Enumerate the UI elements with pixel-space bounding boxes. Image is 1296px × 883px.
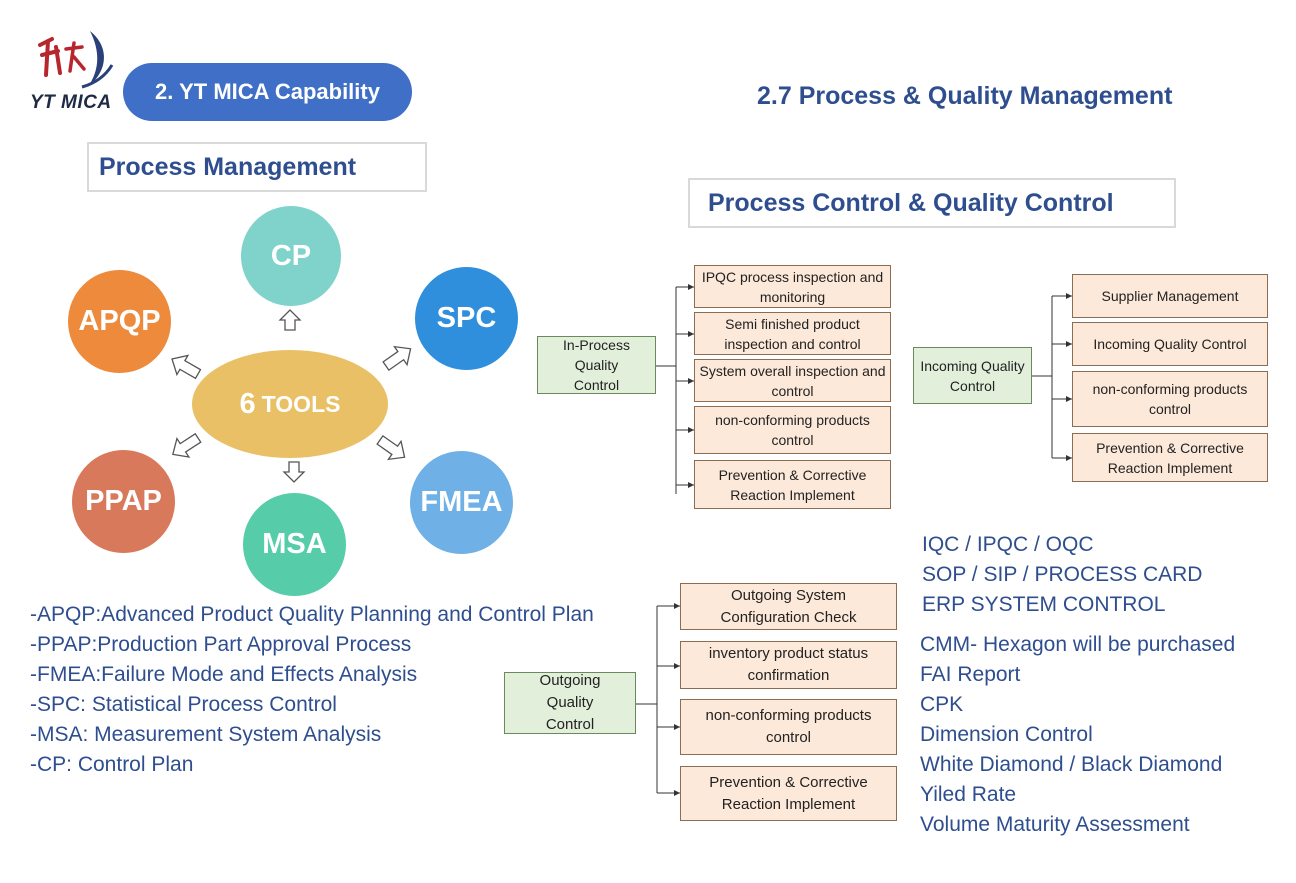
process-control-title: Process Control & Quality Control xyxy=(688,178,1176,228)
iqc-item-1: Supplier Management xyxy=(1072,274,1268,318)
measurement-item-5: White Diamond / Black Diamond xyxy=(920,753,1223,776)
center-number: 6 xyxy=(239,387,256,420)
oqc-item-1: Outgoing System Configuration Check xyxy=(680,583,897,630)
arrow-up-icon xyxy=(278,309,302,331)
center-label: TOOLS xyxy=(261,390,341,417)
tool-circle-spc: SPC xyxy=(415,267,518,370)
measurement-item-4: Dimension Control xyxy=(920,723,1093,746)
oqc-item-4: Prevention & Corrective Reaction Impleme… xyxy=(680,766,897,821)
iqc-item-3: non-conforming products control xyxy=(1072,371,1268,427)
tool-circle-ppap: PPAP xyxy=(72,450,175,553)
arrow-down-icon xyxy=(282,461,306,483)
tool-circle-cp: CP xyxy=(241,206,341,306)
systems-item-2: SOP / SIP / PROCESS CARD xyxy=(922,563,1203,586)
iqc-item-4: Prevention & Corrective Reaction Impleme… xyxy=(1072,433,1268,482)
incoming-qc-node: Incoming Quality Control xyxy=(913,347,1032,404)
tool-label-apqp: APQP xyxy=(78,305,161,337)
iqc-item-2: Incoming Quality Control xyxy=(1072,322,1268,366)
measurement-item-1: CMM- Hexagon will be purchased xyxy=(920,633,1236,656)
definition-apqp: -APQP:Advanced Product Quality Planning … xyxy=(30,603,594,626)
arrow-up-right-icon xyxy=(382,345,412,372)
tool-circle-apqp: APQP xyxy=(68,270,171,373)
ipqc-item-4: non-conforming products control xyxy=(694,406,891,454)
oqc-item-2: inventory product status confirmation xyxy=(680,641,897,689)
ipqc-item-3: System overall inspection and control xyxy=(694,359,891,402)
ipqc-item-2: Semi finished product inspection and con… xyxy=(694,312,891,355)
slide-title: 2.7 Process & Quality Management xyxy=(757,82,1173,110)
company-logo xyxy=(30,25,120,95)
ipqc-item-5: Prevention & Corrective Reaction Impleme… xyxy=(694,460,891,509)
process-management-title: Process Management xyxy=(87,142,427,192)
tool-label-msa: MSA xyxy=(262,528,327,560)
measurement-list: CMM- Hexagon will be purchased FAI Repor… xyxy=(920,630,1235,840)
tool-label-spc: SPC xyxy=(436,302,497,334)
arrow-up-left-icon xyxy=(171,354,202,380)
logo-text: YT MICA xyxy=(30,92,112,113)
tool-label-fmea: FMEA xyxy=(420,486,503,518)
arrow-down-right-icon xyxy=(376,434,406,461)
section-pill: 2. YT MICA Capability xyxy=(123,63,412,121)
in-process-qc-node: In-Process Quality Control xyxy=(537,336,656,394)
tool-label-ppap: PPAP xyxy=(85,485,162,517)
arrow-down-left-icon xyxy=(172,432,202,458)
systems-item-3: ERP SYSTEM CONTROL xyxy=(922,593,1166,616)
oqc-item-3: non-conforming products control xyxy=(680,699,897,755)
tool-definitions: -APQP:Advanced Product Quality Planning … xyxy=(30,600,594,780)
logo-mark-icon xyxy=(38,31,114,89)
systems-item-1: IQC / IPQC / OQC xyxy=(922,533,1094,556)
measurement-item-3: CPK xyxy=(920,693,964,716)
definition-msa: -MSA: Measurement System Analysis xyxy=(30,723,382,746)
ipqc-item-1: IPQC process inspection and monitoring xyxy=(694,265,891,308)
definition-fmea: -FMEA:Failure Mode and Effects Analysis xyxy=(30,663,418,686)
measurement-item-6: Yiled Rate xyxy=(920,783,1017,806)
definition-ppap: -PPAP:Production Part Approval Process xyxy=(30,633,412,656)
systems-list: IQC / IPQC / OQC SOP / SIP / PROCESS CAR… xyxy=(922,530,1202,620)
definition-spc: -SPC: Statistical Process Control xyxy=(30,693,337,716)
measurement-item-2: FAI Report xyxy=(920,663,1021,686)
definition-cp: -CP: Control Plan xyxy=(30,753,194,776)
tool-circle-msa: MSA xyxy=(243,493,346,596)
tool-label-cp: CP xyxy=(270,239,312,272)
tool-circle-fmea: FMEA xyxy=(410,451,513,554)
six-tools-center: 6 TOOLS xyxy=(192,350,388,458)
outgoing-qc-node: Outgoing Quality Control xyxy=(504,672,636,734)
measurement-item-7: Volume Maturity Assessment xyxy=(920,813,1190,836)
